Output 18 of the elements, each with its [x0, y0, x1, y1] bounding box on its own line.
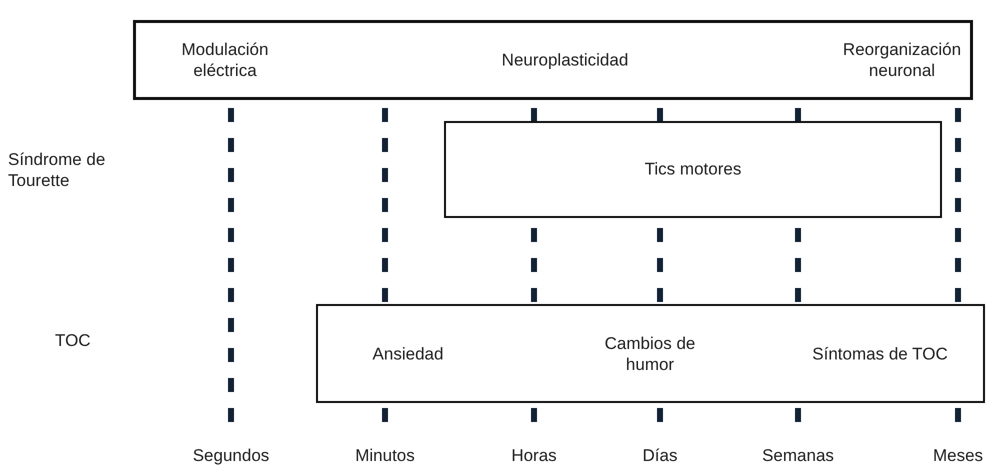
- row-label: TOC: [55, 330, 92, 351]
- box-label: Modulación eléctrica: [180, 39, 270, 81]
- timeline-box: [316, 304, 985, 403]
- time-scale-label: Meses: [932, 445, 984, 466]
- time-scale-label: Segundos: [192, 445, 270, 466]
- box-label: Neuroplasticidad: [500, 50, 630, 70]
- time-scale-label: Horas: [510, 445, 558, 466]
- box-label: Ansiedad: [372, 344, 444, 364]
- box-label: Tics motores: [644, 158, 742, 180]
- time-scale-label: Minutos: [354, 445, 416, 466]
- box-label: Reorganización neuronal: [842, 39, 962, 81]
- time-scale-label: Días: [642, 445, 678, 466]
- timeline-box: [444, 121, 942, 218]
- row-label: Síndrome de Tourette: [8, 149, 106, 191]
- box-label: Síntomas de TOC: [811, 344, 949, 364]
- box-label: Cambios de humor: [604, 333, 696, 375]
- timeline-box: [133, 20, 973, 100]
- time-scale-label: Semanas: [761, 445, 835, 466]
